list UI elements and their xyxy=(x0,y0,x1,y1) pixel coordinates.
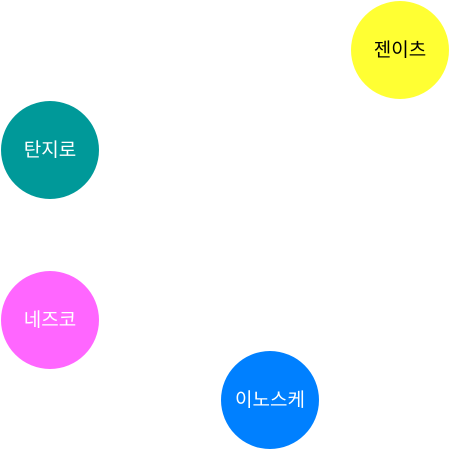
node-inosuke[interactable]: 이노스케 xyxy=(221,351,319,449)
node-label-tanjiro: 탄지로 xyxy=(23,138,77,161)
node-label-nezuko: 네즈코 xyxy=(23,308,77,331)
node-nezuko[interactable]: 네즈코 xyxy=(1,271,99,369)
node-tanjiro[interactable]: 탄지로 xyxy=(1,101,99,199)
node-label-zenitsu: 젠이츠 xyxy=(373,38,427,61)
node-label-inosuke: 이노스케 xyxy=(235,388,305,411)
node-zenitsu[interactable]: 젠이츠 xyxy=(351,1,449,99)
